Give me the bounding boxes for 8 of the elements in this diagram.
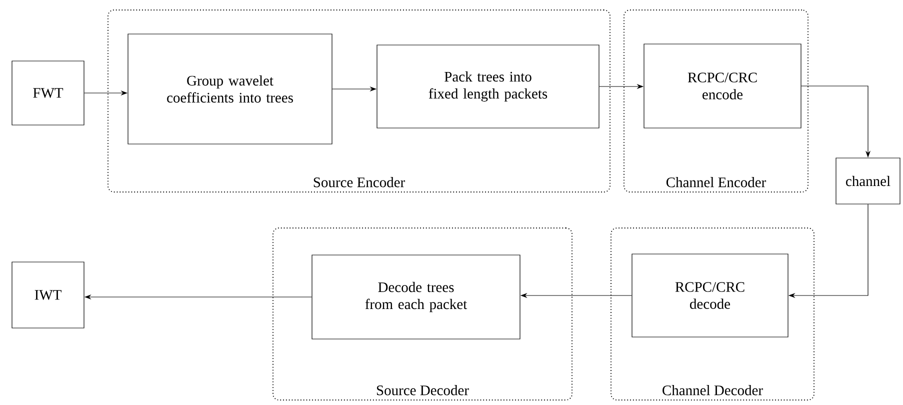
- process-box: RCPC/CRC encode: [644, 44, 802, 128]
- process-box: RCPC/CRC decode: [632, 254, 788, 338]
- process-box: Group wavelet coefficients into trees: [128, 34, 332, 144]
- process-box: Pack trees into fixed length packets: [376, 44, 600, 128]
- process-box: channel: [836, 158, 900, 204]
- process-box: IWT: [12, 262, 84, 328]
- process-box: Decode trees from each packet: [312, 254, 520, 340]
- process-box: FWT: [12, 60, 84, 126]
